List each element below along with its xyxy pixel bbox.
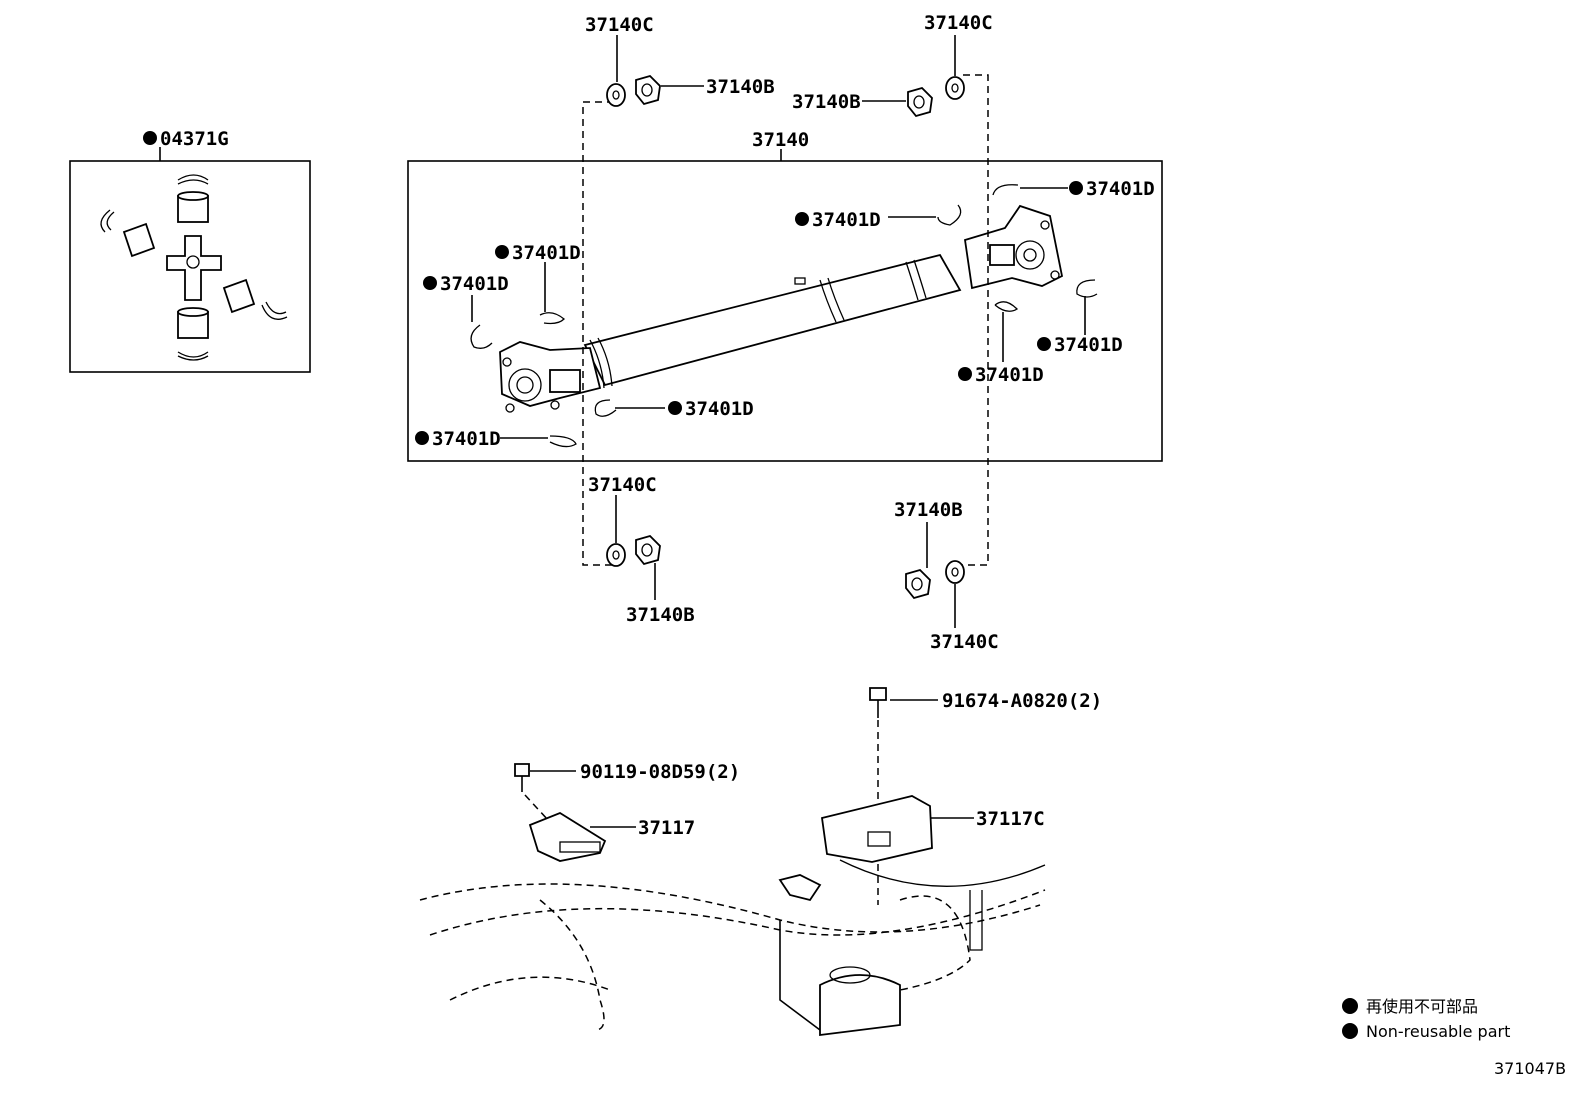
callout-37140C-top-left: 37140C: [585, 14, 654, 36]
callout-37140C-bottom-right: 37140C: [930, 631, 999, 653]
callout-37401D-1: 37401D: [1086, 178, 1155, 200]
legend-japanese: 再使用不可部品: [1366, 997, 1478, 1016]
callout-37140: 37140: [752, 129, 809, 151]
callout-37140B-bottom-right: 37140B: [894, 499, 963, 521]
callout-91674-A0820: 91674-A0820(2): [942, 690, 1102, 712]
non-reusable-dot-icon: [958, 367, 972, 381]
callout-37401D-4: 37401D: [440, 273, 509, 295]
nut-bottom-right: [905, 568, 931, 600]
callout-37401D-6: 37401D: [975, 364, 1044, 386]
bolt-90119: [514, 763, 530, 777]
legend: 再使用不可部品 Non-reusable part: [1342, 997, 1510, 1041]
callout-37401D-8: 37401D: [432, 428, 501, 450]
fasteners-bottom-right: 37140B 37140C: [894, 499, 999, 653]
callout-90119-08D59: 90119-08D59(2): [580, 761, 740, 783]
bearing-cup-left: [122, 222, 156, 258]
legend-english: Non-reusable part: [1366, 1022, 1510, 1041]
callout-37117: 37117: [638, 817, 695, 839]
callout-37401D-7: 37401D: [685, 398, 754, 420]
non-reusable-dot-icon: [1037, 337, 1051, 351]
bolt-91674-group: 91674-A0820(2): [869, 687, 1102, 905]
bolt-91674: [869, 687, 887, 701]
callout-37401D-2: 37401D: [812, 209, 881, 231]
propeller-shaft: [499, 204, 1064, 413]
callout-04371G: 04371G: [160, 128, 229, 150]
bracket-37117: [528, 811, 607, 862]
non-reusable-dot-icon: [795, 212, 809, 226]
vehicle-frame: [419, 859, 1046, 1037]
washer-top-left: [606, 83, 626, 107]
alignment-line-left: [582, 101, 614, 566]
bearing-cup-right: [222, 278, 256, 314]
non-reusable-dot-icon: [1069, 181, 1083, 195]
figure-id: 371047B: [1494, 1059, 1566, 1078]
shaft-assembly-box: [407, 160, 1163, 462]
washer-top-right: [945, 76, 965, 100]
non-reusable-dot-icon: [143, 131, 157, 145]
non-reusable-dot-icon: [495, 245, 509, 259]
kit-04371G-group: 04371G: [69, 128, 311, 373]
bracket-37117-group: 37117: [528, 811, 695, 862]
fasteners-top-right: 37140C 37140B: [792, 12, 993, 118]
callout-37140B-top-right: 37140B: [792, 91, 861, 113]
non-reusable-dot-icon: [668, 401, 682, 415]
washer-bottom-right: [945, 560, 965, 584]
nut-bottom-left: [635, 534, 661, 566]
callout-37140C-bottom-left: 37140C: [588, 474, 657, 496]
cover-37117C: [820, 795, 933, 863]
snap-ring-callouts: 37401D 37401D 37401D 37401D 37401D 37401…: [415, 178, 1155, 450]
callout-37401D-3: 37401D: [512, 242, 581, 264]
cover-37117C-group: 37117C: [820, 795, 1045, 863]
bolt-90119-group: 90119-08D59(2): [514, 761, 740, 821]
fasteners-bottom-left: 37140C 37140B: [588, 474, 695, 626]
non-reusable-dot-icon: [1342, 998, 1358, 1014]
fasteners-top-left: 37140C 37140B: [585, 14, 775, 107]
kit-box: [69, 160, 311, 373]
non-reusable-dot-icon: [423, 276, 437, 290]
callout-37140C-top-right: 37140C: [924, 12, 993, 34]
alignment-line-right: [957, 74, 989, 566]
callout-37401D-5: 37401D: [1054, 334, 1123, 356]
callout-37140B-bottom-left: 37140B: [626, 604, 695, 626]
non-reusable-dot-icon: [415, 431, 429, 445]
nut-top-left: [635, 74, 661, 106]
snap-rings: [470, 184, 1098, 448]
callout-37140B-top-left: 37140B: [706, 76, 775, 98]
washer-bottom-left: [606, 543, 626, 567]
callout-37117C: 37117C: [976, 808, 1045, 830]
non-reusable-dot-icon: [1342, 1023, 1358, 1039]
nut-top-right: [907, 86, 933, 118]
